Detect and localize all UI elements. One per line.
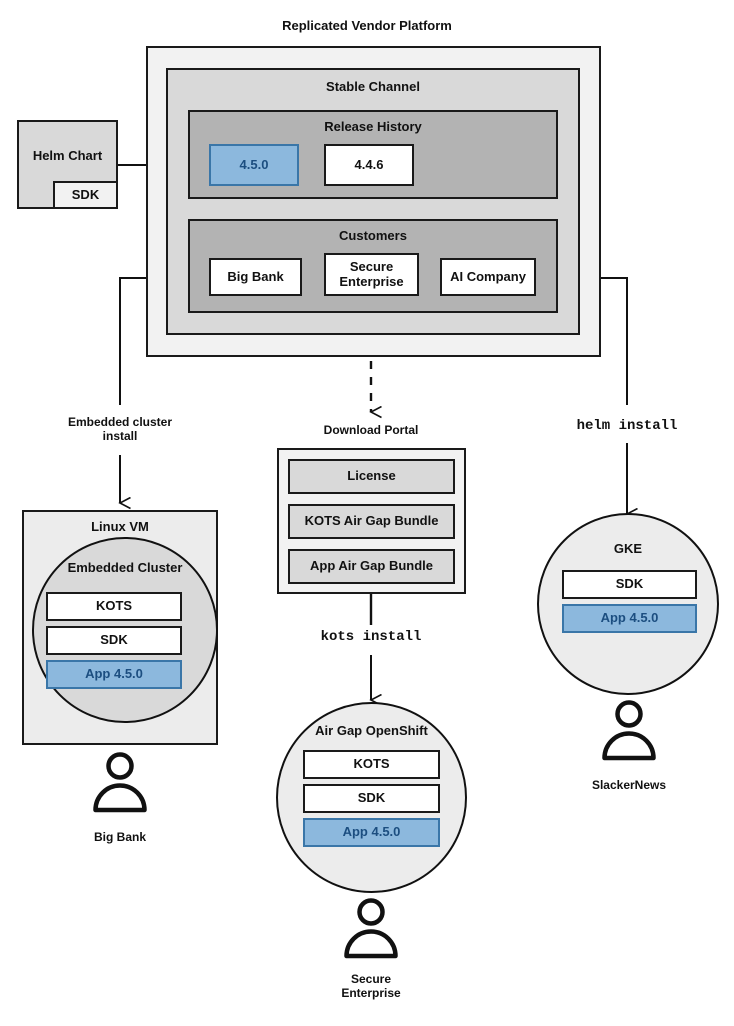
customer-label-slackernews: SlackerNews (591, 778, 667, 792)
target-airgap-openshift-label: Air Gap OpenShift (315, 723, 428, 738)
avatar-big-bank (93, 752, 147, 813)
helm-chart-label: Helm Chart (32, 148, 103, 164)
linux-vm-component-app[interactable]: App 4.5.0 (46, 660, 182, 689)
customers-title: Customers (339, 228, 407, 243)
helm-chart-sdk-label: SDK (71, 186, 100, 202)
openshift-component-sdk[interactable]: SDK (303, 784, 440, 813)
flow-label-kots-install: kots install (320, 629, 422, 645)
download-portal-artifact-kots-air-gap-bundle[interactable]: KOTS Air Gap Bundle (288, 504, 455, 539)
helm-chart-sdk-box[interactable]: SDK (53, 181, 118, 209)
embedded-cluster-label: Embedded Cluster (67, 560, 183, 575)
customer-label-secure-enterprise: Secure Enterprise (291, 972, 451, 1001)
download-portal-artifact-app-air-gap-bundle[interactable]: App Air Gap Bundle (288, 549, 455, 584)
flow-label-helm-install: helm install (576, 418, 678, 434)
gke-component-app[interactable]: App 4.5.0 (562, 604, 697, 633)
release-history-title: Release History (324, 119, 422, 134)
flow-label-embedded-line1: Embedded cluster (67, 415, 173, 429)
target-linux-vm-label: Linux VM (91, 519, 149, 534)
avatar-secure-enterprise (344, 898, 398, 959)
customer-label-secure-enterprise-line1: Secure (350, 972, 392, 986)
download-portal-artifact-license[interactable]: License (288, 459, 455, 494)
release-4-5-0[interactable]: 4.5.0 (209, 144, 299, 186)
avatar-slackernews (602, 700, 656, 761)
gke-component-sdk[interactable]: SDK (562, 570, 697, 599)
customer-label-big-bank: Big Bank (93, 830, 146, 844)
flow-label-embedded-line2: install (102, 429, 138, 444)
customer-label-secure-enterprise-line2: Enterprise (341, 986, 401, 1001)
openshift-component-app[interactable]: App 4.5.0 (303, 818, 440, 847)
customer-ai-company[interactable]: AI Company (440, 258, 536, 296)
linux-vm-component-kots[interactable]: KOTS (46, 592, 182, 621)
openshift-component-kots[interactable]: KOTS (303, 750, 440, 779)
stable-channel-title: Stable Channel (326, 79, 420, 94)
linux-vm-component-sdk[interactable]: SDK (46, 626, 182, 655)
download-portal-title: Download Portal (323, 423, 419, 437)
release-4-4-6[interactable]: 4.4.6 (324, 144, 414, 186)
target-gke-label: GKE (613, 541, 643, 556)
diagram-title: Replicated Vendor Platform (282, 18, 452, 33)
customer-big-bank[interactable]: Big Bank (209, 258, 302, 296)
customer-secure-enterprise[interactable]: Secure Enterprise (324, 253, 419, 296)
flow-label-embedded-cluster-install: Embedded cluster install (40, 415, 200, 444)
